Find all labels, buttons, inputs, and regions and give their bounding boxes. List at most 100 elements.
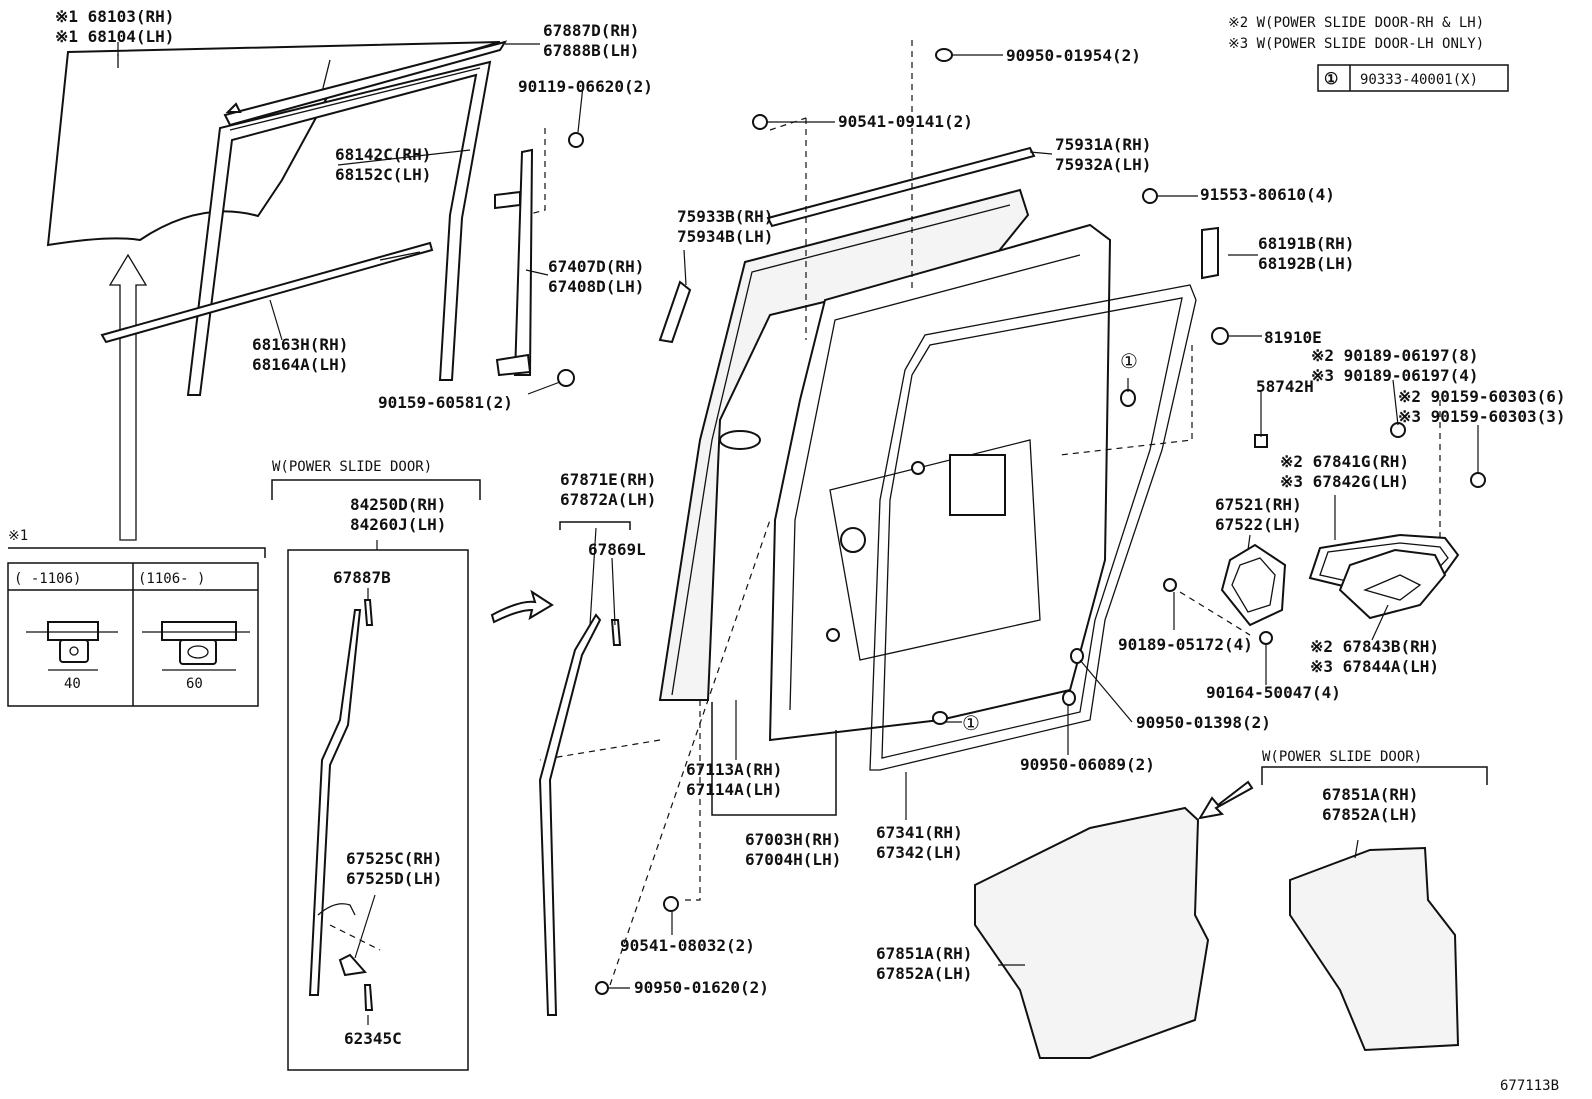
part-label-molding-upper: 75932A(LH)	[1055, 155, 1151, 174]
detail-top-line	[8, 547, 266, 558]
part-label-label-58742: 58742H	[1256, 377, 1314, 396]
part-label-bracket: 68192B(LH)	[1258, 254, 1354, 273]
part-label-cover-67841: ※2 67841G(RH)	[1280, 452, 1409, 471]
door-glass[interactable]	[46, 41, 501, 247]
bolt-icon	[557, 132, 584, 387]
part-label-protector: 67525D(LH)	[346, 869, 442, 888]
part-label-run-channel: 68152C(LH)	[335, 165, 431, 184]
part-label-bolt-90159: 90159-60581(2)	[378, 393, 513, 412]
seal-sheet-right[interactable]	[1289, 846, 1460, 1052]
part-label-weatherstrip-67871: 67871E(RH)	[560, 470, 656, 489]
part-label-weatherstrip-lower: 68163H(RH)	[252, 335, 348, 354]
part-label-glass: ※1 68104(LH)	[55, 27, 174, 46]
detail-mark: ※1	[8, 528, 28, 544]
touch-sensor-part[interactable]	[308, 609, 362, 996]
part-label-clip-90541-08032: 90541-08032(2)	[620, 936, 755, 955]
arrow-right-icon	[490, 589, 554, 624]
part-label-molding-side: 75933B(RH)	[677, 207, 773, 226]
part-label-weatherstrip-67341: 67341(RH)	[876, 823, 963, 842]
legend-part: 90333-40001(X)	[1360, 72, 1478, 88]
side-molding-part[interactable]	[658, 280, 692, 344]
part-label-seal-sheet-b: 67852A(LH)	[876, 964, 972, 983]
bracket-line	[559, 521, 631, 530]
door-weatherstrip-part[interactable]	[869, 284, 1197, 771]
service-hole-cover[interactable]	[1220, 543, 1287, 627]
part-label-bolt-90164: 90164-50047(4)	[1206, 683, 1341, 702]
legend-box	[1317, 64, 1509, 92]
part-label-cover-67521: 67522(LH)	[1215, 515, 1302, 534]
part-label-weatherstrip-lower: 68164A(LH)	[252, 355, 348, 374]
part-label-seal-sheet-a: 67852A(LH)	[1322, 805, 1418, 824]
part-label-sash: 67408D(LH)	[548, 277, 644, 296]
bracket-line	[271, 479, 481, 500]
part-label-hole-plug-01398: 90950-01398(2)	[1136, 713, 1271, 732]
part-label-plug-81910: 81910E	[1264, 328, 1322, 347]
bracket-line	[1261, 766, 1488, 785]
part-label-cover-67841: ※3 67842G(LH)	[1280, 472, 1409, 491]
part-label-door-panel: 67004H(LH)	[745, 850, 841, 869]
door-inner-panel[interactable]	[768, 223, 1112, 742]
clip-icon	[610, 619, 622, 646]
part-label-hole-plug-06089: 90950-06089(2)	[1020, 755, 1155, 774]
part-label-run-channel: 68142C(RH)	[335, 145, 431, 164]
detail-dim1: 40	[64, 676, 81, 692]
part-label-screw-90189-b: 90189-05172(4)	[1118, 635, 1253, 654]
part-label-weatherstrip-67113: 67113A(RH)	[686, 760, 782, 779]
power-slide-label-left: W(POWER SLIDE DOOR)	[272, 459, 432, 475]
part-label-run-upper: 67887D(RH)	[543, 21, 639, 40]
part-label-run-upper: 67888B(LH)	[543, 41, 639, 60]
diagram-id: 677113B	[1500, 1078, 1559, 1094]
lower-weatherstrip-part[interactable]	[100, 241, 434, 344]
part-label-sensor: 84260J(LH)	[350, 515, 446, 534]
wire-icon	[317, 903, 356, 916]
part-label-clip-67887B: 67887B	[333, 568, 391, 587]
callout-1b: ①	[962, 711, 980, 735]
part-label-seal-sheet-b: 67851A(RH)	[876, 944, 972, 963]
part-label-cover-67843: ※2 67843B(RH)	[1310, 637, 1439, 656]
part-label-bolt-90159-b: ※3 90159-60303(3)	[1398, 407, 1566, 426]
part-label-clip-90541-09141: 90541-09141(2)	[838, 112, 973, 131]
detail-col1: ( -1106)	[14, 571, 81, 587]
part-label-clip-90950-01954: 90950-01954(2)	[1006, 46, 1141, 65]
part-label-plug-90950-01620: 90950-01620(2)	[634, 978, 769, 997]
upper-run-part[interactable]	[223, 40, 508, 127]
clip-detail-icon	[26, 621, 250, 671]
bracket-part[interactable]	[1201, 226, 1219, 280]
run-channel-part[interactable]	[186, 60, 492, 396]
arrow-up-icon	[108, 253, 148, 541]
sections: W(POWER SLIDE DOOR) W(POWER SLIDE DOOR) …	[8, 349, 1559, 1094]
part-label-glass: ※1 68103(RH)	[55, 7, 174, 26]
part-label-bolt-91553: 91553-80610(4)	[1200, 185, 1335, 204]
part-label-molding-upper: 75931A(RH)	[1055, 135, 1151, 154]
note-3: ※3 W(POWER SLIDE DOOR-LH ONLY)	[1228, 36, 1484, 52]
part-label-screw-90189-a: ※3 90189-06197(4)	[1311, 366, 1479, 385]
part-label-molding-side: 75934B(LH)	[677, 227, 773, 246]
door-handle-icon	[719, 430, 761, 450]
bracket-line	[711, 702, 837, 816]
top-molding-part[interactable]	[766, 146, 1036, 228]
bolt-icon	[1142, 188, 1158, 204]
notes: ※2 W(POWER SLIDE DOOR-RH & LH) ※3 W(POWE…	[1228, 15, 1484, 88]
part-label-weatherstrip-67341: 67342(LH)	[876, 843, 963, 862]
seal-sheet-left[interactable]	[974, 806, 1210, 1059]
part-label-bolt-90119: 90119-06620(2)	[518, 77, 653, 96]
part-label-cover-67843: ※3 67844A(LH)	[1310, 657, 1439, 676]
part-label-weatherstrip-67871: 67872A(LH)	[560, 490, 656, 509]
callout-1a: ①	[1120, 349, 1138, 373]
part-label-seal-sheet-a: 67851A(RH)	[1322, 785, 1418, 804]
clip-icon	[363, 599, 374, 626]
detail-col2: (1106- )	[138, 571, 205, 587]
part-label-sash: 67407D(RH)	[548, 257, 644, 276]
part-label-protector: 67525C(RH)	[346, 849, 442, 868]
part-label-bracket: 68191B(RH)	[1258, 234, 1354, 253]
outer-door-panel[interactable]	[658, 188, 1030, 701]
note-2: ※2 W(POWER SLIDE DOOR-RH & LH)	[1228, 15, 1484, 31]
front-weatherstrip-part[interactable]	[538, 613, 602, 1016]
part-label-door-panel: 67003H(RH)	[745, 830, 841, 849]
power-slide-label-right: W(POWER SLIDE DOOR)	[1262, 749, 1422, 765]
part-label-weatherstrip-67113: 67114A(LH)	[686, 780, 782, 799]
motor-cover[interactable]	[1338, 548, 1447, 620]
rear-sash-part[interactable]	[494, 148, 534, 377]
power-slide-box	[287, 549, 469, 1071]
